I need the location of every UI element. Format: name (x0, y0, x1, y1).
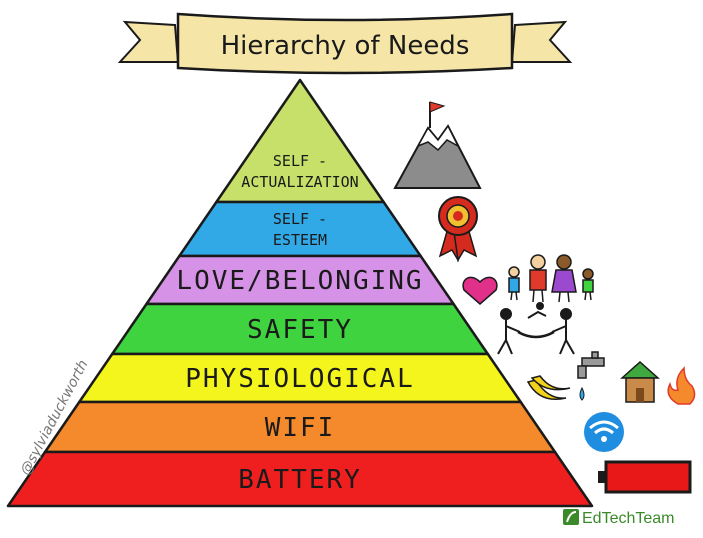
pyramid-layer-label: BATTERY (238, 465, 362, 495)
pyramid-layer (6, 450, 594, 508)
banner-body (176, 12, 514, 75)
tap-icon (577, 351, 605, 401)
pyramid-layer-label: ESTEEM (273, 231, 327, 249)
wifi-icon (584, 412, 624, 452)
pyramid-layer-label: ACTUALIZATION (241, 173, 358, 191)
fire-icon (667, 366, 696, 405)
heart-family-icon (462, 254, 594, 305)
pyramid-layer-label: LOVE/BELONGING (176, 266, 423, 296)
title-banner: Hierarchy of Needs (117, 12, 573, 75)
banana-icon (526, 379, 567, 400)
pyramid-layer-label: WIFI (265, 413, 336, 443)
mountain-flag-icon (393, 101, 482, 189)
banner-left-tail (117, 20, 180, 63)
battery-icon (598, 460, 692, 494)
page-title: Hierarchy of Needs (221, 31, 470, 61)
house-icon (620, 360, 660, 403)
pyramid-layer-label: PHYSIOLOGICAL (185, 364, 415, 394)
heart-icon (462, 276, 498, 305)
pyramid: SELF - ACTUALIZATION SELF - ESTEEM LOVE/BELO… (6, 78, 594, 508)
food-water-shelter-fire-icon (526, 351, 696, 405)
pyramid-layer-label: SELF - (273, 152, 327, 170)
banner-right-tail (510, 20, 573, 63)
award-ribbon-icon (438, 196, 478, 263)
safety-net-icon (497, 302, 575, 355)
pyramid-layer-label: SAFETY (247, 315, 353, 345)
brand-name: EdTechTeam (582, 510, 675, 527)
brand-logo-icon (563, 509, 579, 525)
pyramid-layer-label: SELF - (273, 210, 327, 228)
brand-logo: EdTechTeam (563, 509, 675, 527)
